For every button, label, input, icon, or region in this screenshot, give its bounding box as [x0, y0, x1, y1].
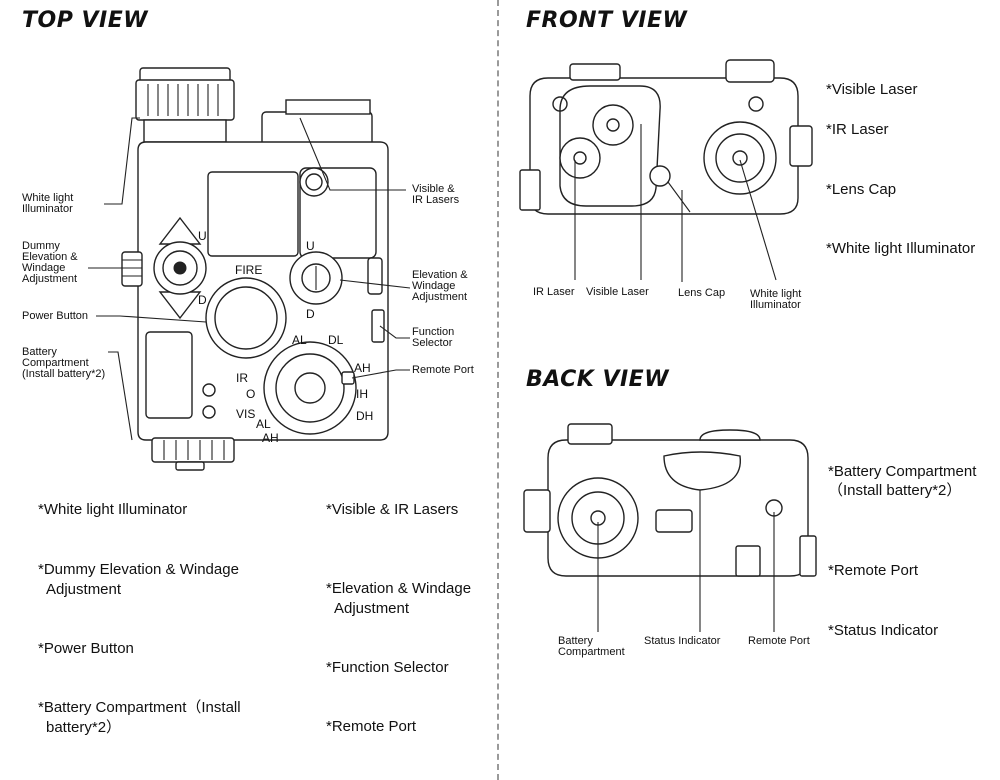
- fire-marking: FIRE: [235, 263, 262, 277]
- front-feature-white-light: *White light Illuminator: [826, 240, 976, 257]
- front-view-device: [519, 59, 813, 282]
- front-feature-ir-laser: *IR Laser: [826, 121, 889, 138]
- back-view-heading: BACK VIEW: [526, 367, 669, 392]
- d-marking-right: D: [306, 307, 315, 321]
- ah-marking-lower: AH: [262, 431, 279, 445]
- front-view-heading: FRONT VIEW: [526, 8, 688, 33]
- feature-function-selector: *Function Selector: [326, 659, 449, 676]
- front-callout-lens-cap: Lens Cap: [678, 287, 726, 299]
- vis-marking: VIS: [236, 407, 255, 421]
- back-view-device: [523, 423, 817, 632]
- section-divider: [497, 0, 499, 780]
- o-marking: O: [246, 387, 255, 401]
- back-callout-status: Status Indicator: [644, 635, 721, 647]
- back-feature-status: *Status Indicator: [828, 622, 939, 639]
- front-feature-lens-cap: *Lens Cap: [826, 181, 897, 198]
- feature-remote-port: *Remote Port: [326, 718, 417, 735]
- top-view-heading: TOP VIEW: [22, 8, 148, 33]
- top-view-device: FIRE U D U D AL DL IR O VIS AL AH AH IH …: [88, 67, 411, 471]
- u-marking-left: U: [198, 229, 207, 243]
- dh-marking: DH: [356, 409, 373, 423]
- ir-marking: IR: [236, 371, 248, 385]
- back-feature-remote-port: *Remote Port: [828, 562, 919, 579]
- al-marking: AL: [292, 333, 307, 347]
- callout-remote-port: Remote Port: [412, 364, 474, 376]
- feature-power-button: *Power Button: [38, 640, 134, 657]
- front-callout-visible-laser: Visible Laser: [586, 286, 649, 298]
- u-marking-right: U: [306, 239, 315, 253]
- feature-visible-ir: *Visible & IR Lasers: [326, 501, 459, 518]
- front-callout-ir-laser: IR Laser: [533, 286, 575, 298]
- back-feature-battery: *Battery Compartment（Install battery*2）: [828, 463, 977, 499]
- d-marking-left: D: [198, 293, 207, 307]
- ah-marking: AH: [354, 361, 371, 375]
- callout-visible-ir: Visible &IR Lasers: [412, 183, 460, 206]
- feature-white-light: *White light Illuminator: [38, 501, 188, 518]
- dl-marking: DL: [328, 333, 344, 347]
- back-callout-remote-port: Remote Port: [748, 635, 810, 647]
- ih-marking: IH: [356, 387, 368, 401]
- callout-power-button: Power Button: [22, 310, 89, 322]
- al-marking-lower: AL: [256, 417, 271, 431]
- front-feature-visible-laser: *Visible Laser: [826, 81, 918, 98]
